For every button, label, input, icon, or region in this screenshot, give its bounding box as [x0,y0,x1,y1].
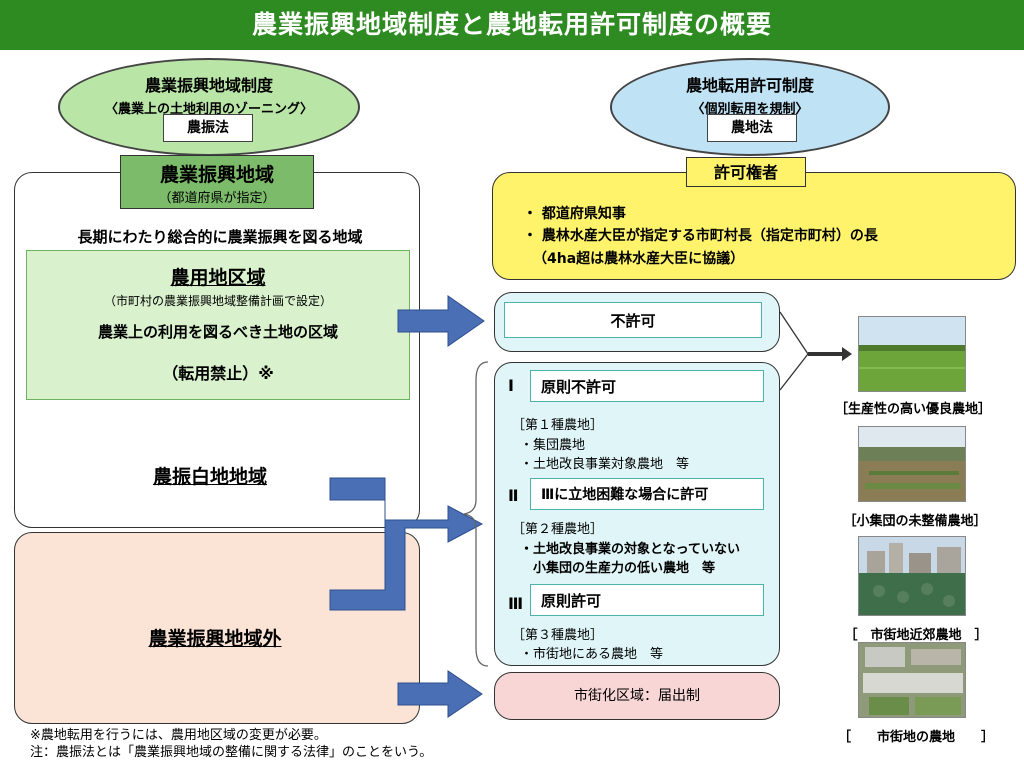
arrow-outside-to-shigaika [397,670,483,718]
noyochi-subtitle: （市町村の農業振興地域整備計画で設定） [103,294,332,308]
authority-item-1: ・ 都道府県知事 [523,206,626,222]
arrow-to-photo [808,347,852,361]
nogyo-area-desc: 長期にわたり総合的に農業振興を図る地域 [77,228,363,246]
noyochi-ban: （転用禁止）※ [162,364,274,383]
line-fukyoka [779,311,809,355]
nogyo-area-title: 農業振興地域 [159,164,274,186]
criteria-2-item-2: 小集団の生産力の低い農地 等 [520,561,716,576]
shigaika-box: 市街化区域：届出制 [494,672,780,720]
law-box-noshin: 農振法 [163,114,253,142]
photo-caption-3: ［ 市街地近郊農地 ］ [844,628,988,643]
outside-area-box [14,532,420,724]
fukyoka-box: 不許可 [504,302,762,338]
criteria-2-cat: ［第２種農地］ [512,522,604,537]
photo-caption-4: ［ 市街地の農地 ］ [837,730,994,745]
photo-small-farm [858,426,966,502]
shiroji-label: 農振白地地域 [152,466,267,488]
photo-caption-2: ［小集団の未整備農地］ [843,514,987,529]
nogyo-area-subtitle: （都道府県が指定） [158,191,276,206]
line-criteria [779,353,809,391]
criteria-2-label: Ⅲに立地困難な場合に許可 [530,478,764,510]
photo-suburban-farm [858,536,966,616]
oval-title: 農地転用許可制度 [685,76,814,95]
authority-box: ・ 都道府県知事 ・ 農林水産大臣が指定する市町村長（指定市町村）の長 （4ha… [492,172,1016,280]
criteria-3-cat: ［第３種農地］ [512,628,604,643]
oval-subtitle: 〈農業上の土地利用のゾーニング〉 [104,102,313,117]
criteria-1-item-1: ・集団農地 [520,438,586,453]
noyochi-title: 農用地区域 [170,267,266,289]
criteria-1-cat: ［第１種農地］ [512,418,604,433]
arrow-noyochi-to-fukyoka [397,295,485,347]
authority-note: （4ha超は農林水産大臣に協議） [533,251,745,267]
criteria-1-num: Ⅰ [508,376,514,395]
authority-item-2: ・ 農林水産大臣が指定する市町村長（指定市町村）の長 [523,228,878,244]
footnote-2: 注：農振法とは「農業振興地域の整備に関する法律」のことをいう。 [30,745,433,760]
criteria-3-item-1: ・市街地にある農地 等 [520,647,664,662]
noyochi-desc: 農業上の利用を図るべき土地の区域 [97,323,338,341]
nogyo-area-header: 農業振興地域 （都道府県が指定） [120,155,314,209]
criteria-1-item-2: ・土地改良事業対象農地 等 [520,457,690,472]
oval-subtitle: 〈個別転用を規制〉 [691,102,809,117]
page-title: 農業振興地域制度と農地転用許可制度の概要 [0,0,1024,50]
criteria-3-num: Ⅲ [508,594,524,613]
criteria-3-label: 原則許可 [530,584,764,616]
oval-title: 農業振興地域制度 [144,76,273,95]
photo-urban-farm [858,642,966,718]
arrow-shiroji-to-criteria [329,477,484,611]
photo-rice-field [858,316,966,392]
criteria-1-label: 原則不許可 [530,370,764,402]
criteria-2-item-1: ・土地改良事業の対象となっていない [520,542,740,557]
criteria-brace [463,361,489,667]
outside-area-label: 農業振興地域外 [148,628,282,650]
authority-label: 許可権者 [686,157,806,187]
law-box-nochi: 農地法 [707,114,797,142]
photo-caption-1: ［生産性の高い優良農地］ [834,402,991,417]
criteria-2-num: Ⅱ [508,486,519,505]
footnote-1: ※農地転用を行うには、農用地区域の変更が必要。 [30,728,327,743]
